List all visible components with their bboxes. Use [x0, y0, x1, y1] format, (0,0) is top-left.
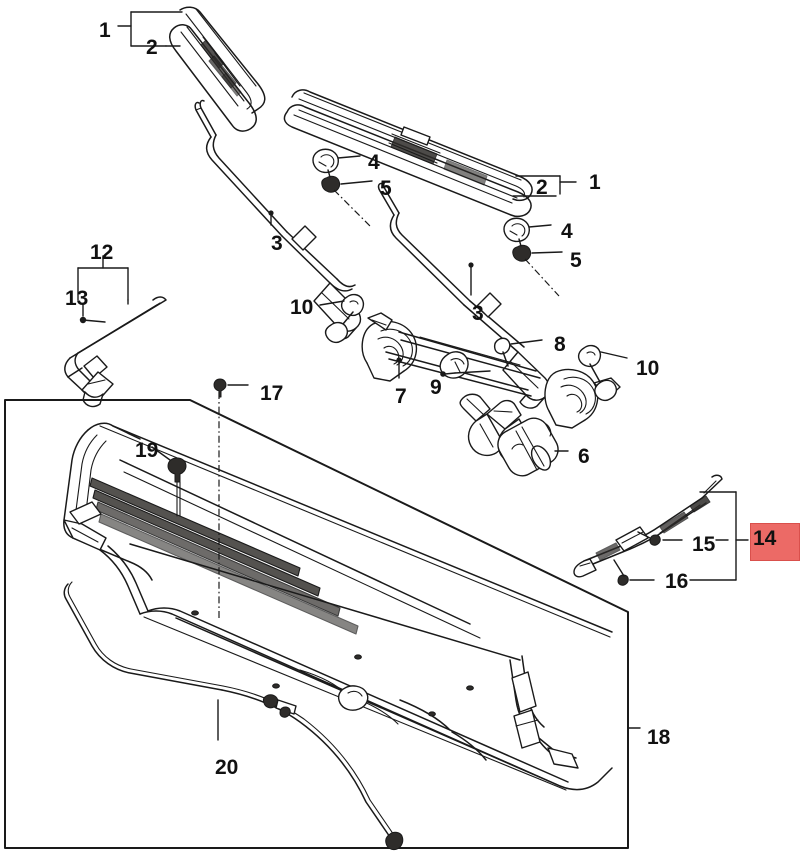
rear-wiper-arm-assembly	[64, 255, 167, 408]
callout-18-cowl-panel-assembly: 18	[647, 726, 671, 749]
cowl-panel-assembly	[63, 422, 641, 791]
callout-10-linkage-ball-joint-right: 10	[636, 357, 660, 380]
callout-6-wiper-motor: 6	[578, 445, 590, 468]
wiper-arm-left	[194, 99, 362, 340]
callout-9-linkage-connecting-rod: 9	[430, 376, 442, 399]
callout-4-arm-cap-left: 4	[368, 151, 380, 174]
callout-20-washer-hose: 20	[215, 756, 239, 779]
wiper-motor	[459, 393, 569, 477]
callout-16-rear-blade-clip: 16	[665, 570, 689, 593]
callout-5-arm-nut-left: 5	[380, 177, 392, 200]
wiper-blade-right	[283, 89, 533, 218]
callout-2-wiper-blade-rubber-right: 2	[536, 176, 548, 199]
selected-part-highlight-14[interactable]	[750, 523, 800, 561]
callout-2-wiper-blade-rubber-left: 2	[146, 36, 158, 59]
callout-7-linkage-pivot-left: 7	[395, 385, 407, 408]
rear-wiper-blade-assembly	[573, 474, 749, 586]
washer-hose-20	[63, 581, 404, 851]
callout-12-rear-wiper-arm-assembly: 12	[90, 241, 114, 264]
wiper-linkage-assembly	[319, 293, 628, 429]
callout-3-wiper-arm-right: 3	[472, 302, 484, 325]
callout-15-rear-wiper-blade: 15	[692, 533, 716, 556]
callout-5-arm-nut-right: 5	[570, 249, 582, 272]
bracket-1-2-right	[512, 175, 577, 197]
wiper-blade-left	[169, 6, 266, 132]
callout-17-cowl-grille-clip: 17	[260, 382, 284, 405]
cowl-screw-19	[151, 446, 187, 517]
cowl-assembly-bounding-box	[4, 399, 629, 849]
callout-14-rear-wiper-assembly: 14	[753, 527, 777, 550]
cowl-clip-17	[213, 378, 249, 620]
callout-13-rear-arm-nut-cover: 13	[65, 287, 89, 310]
callout-4-arm-cap-right: 4	[561, 220, 573, 243]
arm-cap-nut-left	[312, 148, 373, 227]
callout-1-wiper-blade-assembly-left: 1	[99, 19, 111, 42]
callout-3-wiper-arm-left: 3	[271, 232, 283, 255]
callout-10-linkage-ball-joint-left: 10	[290, 296, 314, 319]
callout-8-linkage-ball-stud: 8	[554, 333, 566, 356]
callout-1-wiper-blade-assembly-right: 1	[589, 171, 601, 194]
callout-19-cowl-grille-screw: 19	[135, 439, 159, 462]
arm-cap-nut-right	[503, 217, 563, 297]
